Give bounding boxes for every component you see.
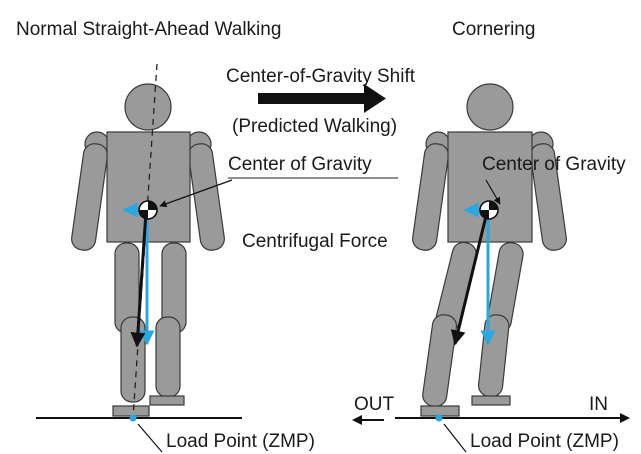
right-title: Cornering [452,19,535,40]
right-arrow-icon [258,84,386,113]
cog-label-right: Center of Gravity [482,154,626,175]
robot-shin [120,316,146,403]
robot-foot [112,405,150,417]
left-arrow-icon [352,415,384,425]
robot-foot [149,395,185,406]
robot-arm [187,143,225,251]
robot-head [466,83,514,131]
in-label: IN [589,394,608,415]
robot-shin [155,316,181,398]
center-of-gravity-icon [138,200,158,220]
robot-head [124,83,172,131]
zmp-leader-right [443,423,467,453]
robot-foot [420,405,460,417]
robot-left [71,83,225,417]
cog-leader-left [159,179,233,208]
robot-foot [471,395,511,406]
zmp-point-left [129,414,137,422]
center-of-gravity-icon [479,200,499,220]
zmp-label-left: Load Point (ZMP) [166,431,315,452]
shift-subcaption: (Predicted Walking) [232,116,397,137]
shift-caption: Center-of-Gravity Shift [226,66,416,87]
left-title: Normal Straight-Ahead Walking [16,19,281,40]
robot-arm [529,143,567,251]
robot-shin [477,314,510,398]
zmp-point-right [435,414,443,422]
cog-label-left: Center of Gravity [228,154,372,175]
right-arrow-icon [588,413,630,423]
out-label: OUT [354,394,395,415]
robot-arm [412,143,450,251]
robot-arm [71,143,109,251]
zmp-leader-left [137,423,163,453]
resultant-force-arrow [130,211,148,348]
resultant-force-arrow [450,211,489,346]
zmp-label-right: Load Point (ZMP) [470,431,619,452]
centrifugal-force-label: Centrifugal Force [242,231,388,252]
robot-shin [422,314,458,407]
cog-leader-right [485,179,501,205]
